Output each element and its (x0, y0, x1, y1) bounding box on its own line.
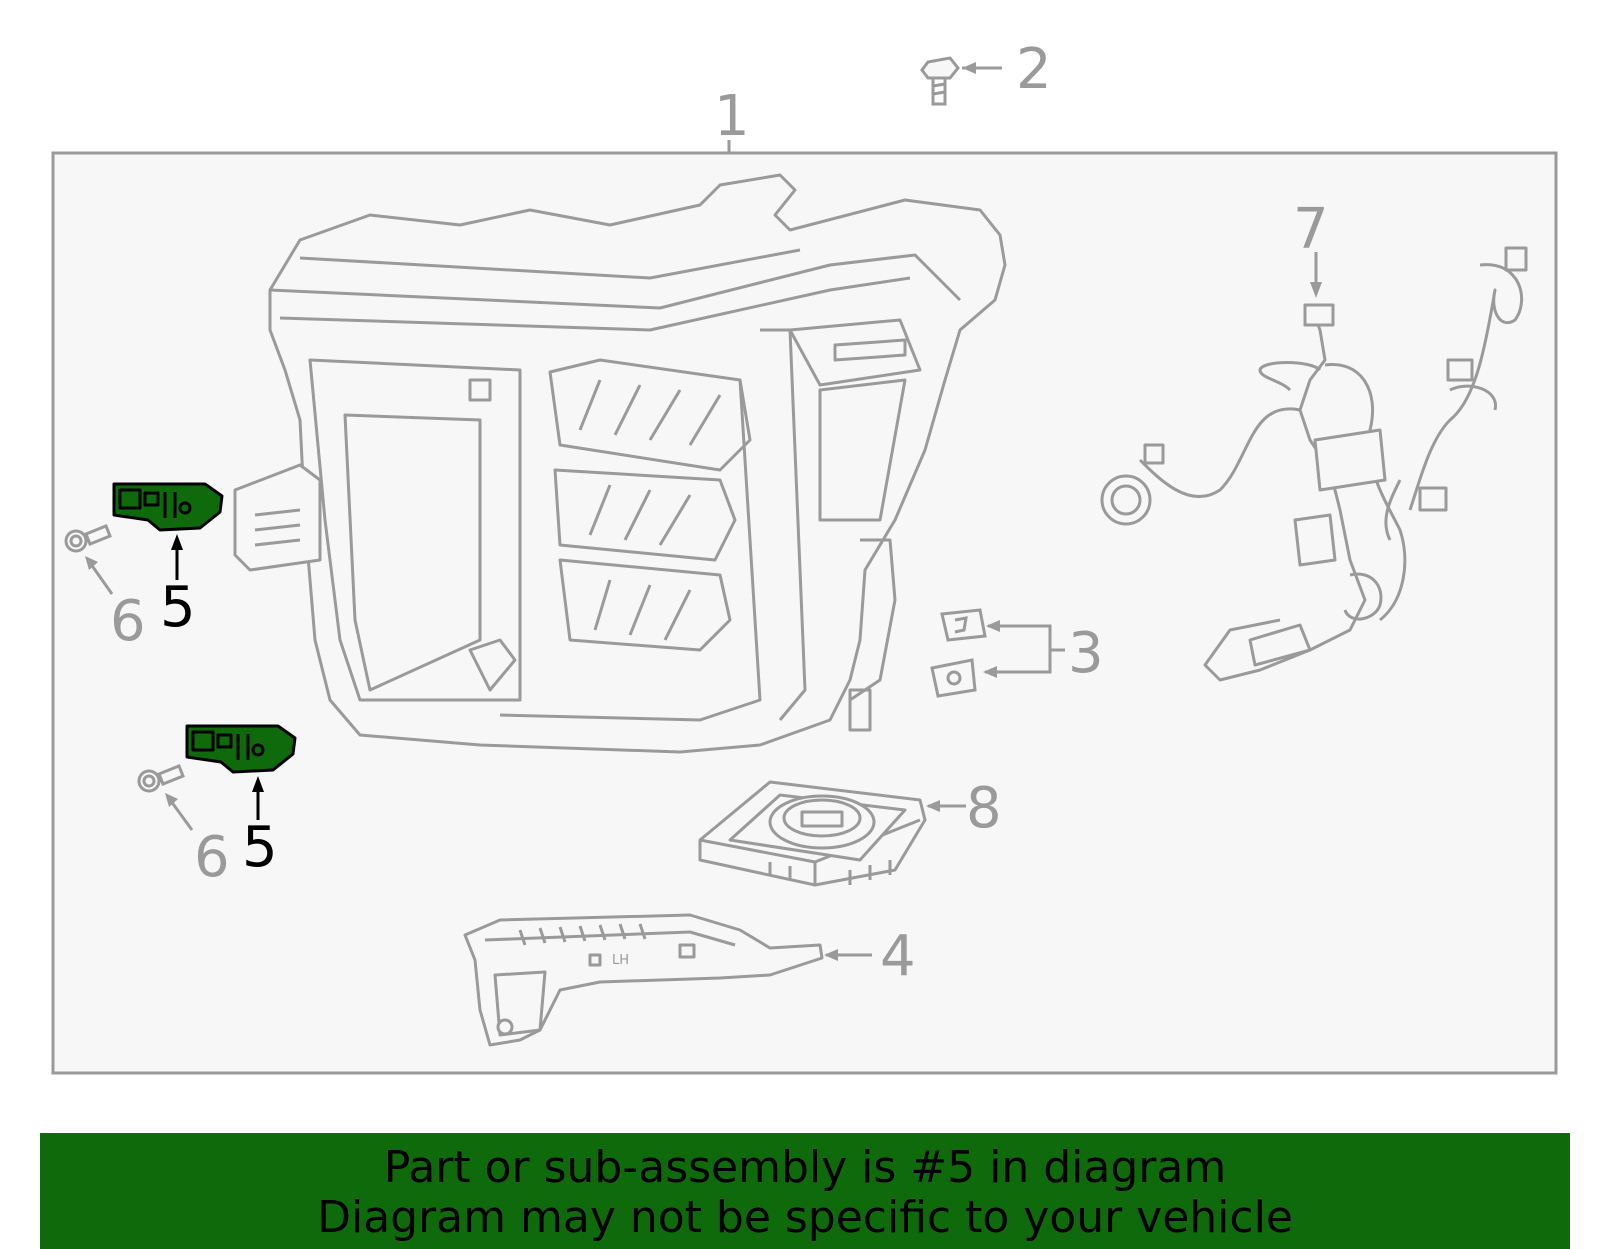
bracket-side-label: LH (612, 953, 629, 968)
headlamp-assembly-icon (233, 173, 1007, 754)
wiring-harness-icon (1100, 246, 1528, 682)
clip-nut-icon (930, 608, 987, 698)
arrowhead-4 (824, 949, 838, 961)
arrowhead-8 (926, 800, 940, 812)
callout-3: 3 (1068, 621, 1104, 686)
banner-line-2: Diagram may not be specific to your vehi… (317, 1192, 1293, 1243)
callout-7: 7 (1293, 197, 1329, 262)
callout-6b: 6 (194, 825, 230, 890)
callout-5b: 5 (242, 815, 278, 880)
arrowhead-6a (85, 556, 98, 570)
callout-1: 1 (714, 84, 750, 149)
lower-bracket-icon (463, 913, 824, 1047)
arrowhead-7 (1310, 282, 1322, 298)
screw-icon (64, 524, 112, 553)
callout-6a: 6 (110, 589, 146, 654)
callout-2: 2 (1016, 37, 1052, 102)
callout-4: 4 (880, 924, 916, 989)
info-banner: Part or sub-assembly is #5 in diagram Di… (40, 1133, 1570, 1249)
leader-line-3 (985, 624, 1065, 674)
bolt-icon (920, 56, 960, 106)
screw-icon (137, 764, 185, 793)
control-module-icon (698, 780, 927, 887)
callout-5a: 5 (160, 575, 196, 640)
arrowhead-3a (986, 620, 1000, 632)
arrowhead-6b (165, 793, 178, 807)
arrowhead-2 (962, 62, 976, 74)
mount-bracket-icon (112, 482, 224, 532)
arrowhead-5b (252, 776, 264, 792)
arrowhead-3b (983, 666, 997, 678)
callout-8: 8 (966, 776, 1002, 841)
arrowhead-5a (171, 534, 183, 550)
banner-line-1: Part or sub-assembly is #5 in diagram (383, 1142, 1227, 1193)
mount-bracket-icon (185, 724, 297, 774)
